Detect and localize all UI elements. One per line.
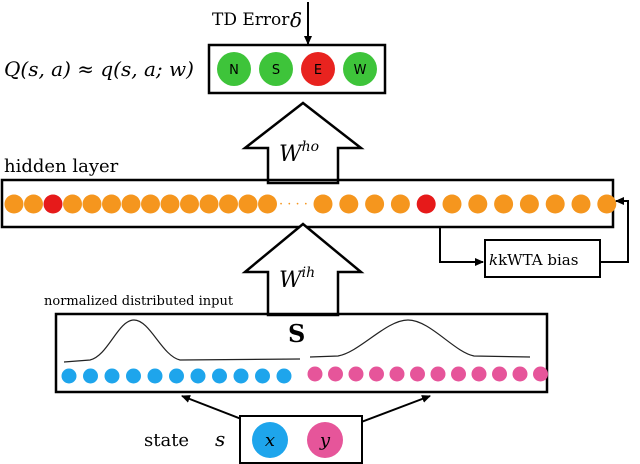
input-y-unit [307, 366, 323, 382]
hidden-unit [102, 194, 121, 214]
input-x-unit [83, 368, 98, 384]
state-y-unit [307, 422, 343, 458]
input-x-unit [147, 368, 163, 384]
output-unit-label: E [314, 63, 322, 78]
hidden-ellipsis: · · · · [279, 197, 308, 212]
hidden-unit [258, 194, 277, 214]
hidden-unit [365, 194, 385, 214]
output-unit-n [217, 52, 251, 86]
input-layer-label: normalized distributed input [44, 294, 234, 309]
hidden-unit [571, 194, 591, 214]
input-layer-box [54, 312, 549, 394]
td-error-label: TD Error [212, 10, 290, 30]
hidden-unit [313, 194, 333, 214]
input-y-unit [369, 366, 384, 382]
output-unit-w [343, 52, 377, 86]
input-y-unit [348, 366, 364, 382]
hidden-unit [82, 194, 102, 214]
input-y-unit [410, 366, 425, 382]
hidden-unit [24, 194, 43, 214]
input-y-unit [451, 366, 466, 382]
hidden-unit [339, 194, 359, 214]
input-units [61, 366, 548, 384]
state-x-unit [252, 422, 288, 458]
input-y-unit [471, 366, 487, 382]
kwta-text: kWTA bias [498, 251, 578, 269]
hidden-unit [545, 194, 565, 214]
hidden-unit-active [416, 194, 436, 214]
input-y-unit [389, 366, 405, 382]
input-x-unit [255, 368, 270, 384]
hidden-unit [199, 194, 219, 214]
output-unit-label: N [229, 63, 239, 78]
hidden-unit [519, 194, 539, 214]
state-symbol: s [215, 427, 225, 451]
hidden-to-output-arrow [241, 101, 365, 185]
input-x-unit [212, 368, 227, 384]
output-unit-e [301, 52, 335, 86]
td-error-symbol: δ [290, 8, 302, 32]
q-function-label: Q(s, a) ≈ q(s, a; w) [4, 57, 194, 81]
x-gaussian-curve [63, 319, 301, 363]
input-y-unit [328, 366, 343, 382]
input-y-unit [492, 366, 507, 382]
input-y-unit [512, 366, 528, 382]
output-unit-s [259, 52, 293, 86]
kwta-label: kkWTA bias [489, 251, 578, 269]
hidden-unit [219, 194, 238, 214]
hidden-unit [121, 194, 141, 214]
input-x-unit [233, 368, 249, 384]
hidden-unit [238, 194, 258, 214]
hidden-unit [494, 194, 514, 214]
hidden-unit [597, 194, 617, 214]
input-to-hidden-arrow [241, 222, 365, 317]
hidden-unit [180, 194, 199, 214]
hidden-unit [141, 194, 160, 214]
input-symbol: S [288, 319, 305, 348]
state-label: state [144, 430, 189, 451]
kwta-input-connector [439, 227, 484, 266]
hidden-unit [63, 194, 82, 214]
state-x-label: x [265, 430, 275, 451]
input-x-unit [190, 368, 206, 384]
input-x-unit [169, 368, 184, 384]
input-x-unit [276, 368, 292, 384]
y-gaussian-curve [309, 319, 531, 358]
kwta-feedback-connector [600, 197, 629, 263]
hidden-unit-active [43, 194, 63, 214]
input-y-unit [533, 366, 548, 382]
hidden-unit [4, 194, 24, 214]
w-ih-label: Wih [279, 265, 315, 293]
state-y-label: y [319, 430, 331, 451]
hidden-units [4, 194, 617, 214]
w-ho-label: Who [279, 139, 319, 167]
output-unit-label: S [272, 63, 280, 78]
output-unit-label: W [354, 63, 367, 78]
input-y-unit [430, 366, 446, 382]
hidden-unit [390, 194, 410, 214]
input-x-unit [61, 368, 77, 384]
hidden-unit [160, 194, 180, 214]
input-x-unit [126, 368, 141, 384]
input-x-unit [104, 368, 120, 384]
hidden-layer-label: hidden layer [4, 156, 119, 177]
kwta-box [484, 239, 601, 278]
output-layer-box [207, 43, 387, 95]
hidden-unit [442, 194, 462, 214]
hidden-unit [468, 194, 488, 214]
